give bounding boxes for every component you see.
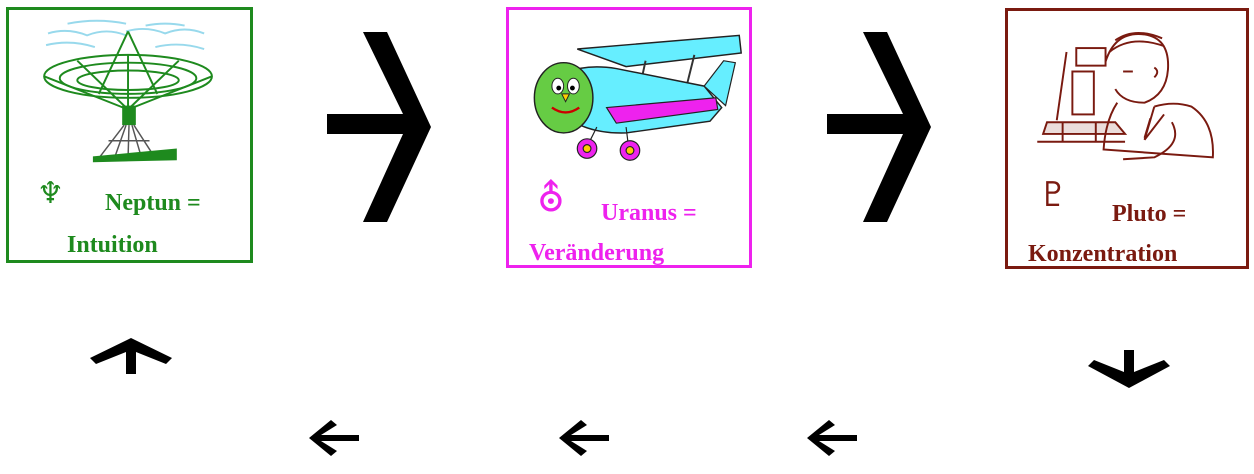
- uranus-sublabel: Veränderung: [529, 240, 665, 266]
- pluto-symbol-icon: ♇: [1038, 175, 1069, 215]
- pluto-label: Pluto =: [1112, 201, 1187, 227]
- uranus-card: ⛢ Uranus = Veränderung: [506, 7, 752, 268]
- cartoon-airplane-image: [533, 34, 743, 161]
- uranus-label: Uranus =: [601, 200, 697, 226]
- arrow-left-icon: [309, 420, 359, 456]
- chevron-right-icon: [327, 32, 431, 222]
- neptun-label: Neptun =: [105, 190, 201, 216]
- radio-telescope-image: [43, 19, 213, 163]
- scientist-microscope-image: [1037, 31, 1214, 161]
- arrow-up-icon: [90, 338, 172, 374]
- pluto-card: ♇ Pluto = Konzentration: [1005, 8, 1249, 269]
- arrow-left-icon: [559, 420, 609, 456]
- uranus-symbol-icon: ⛢: [537, 176, 565, 220]
- neptune-symbol-icon: ♆: [37, 176, 64, 211]
- chevron-right-icon: [827, 32, 931, 222]
- neptun-sublabel: Intuition: [67, 232, 158, 258]
- arrow-down-icon: [1088, 350, 1170, 388]
- arrow-left-icon: [807, 420, 857, 456]
- neptun-card: ♆ Neptun = Intuition: [6, 7, 253, 263]
- pluto-sublabel: Konzentration: [1028, 241, 1178, 267]
